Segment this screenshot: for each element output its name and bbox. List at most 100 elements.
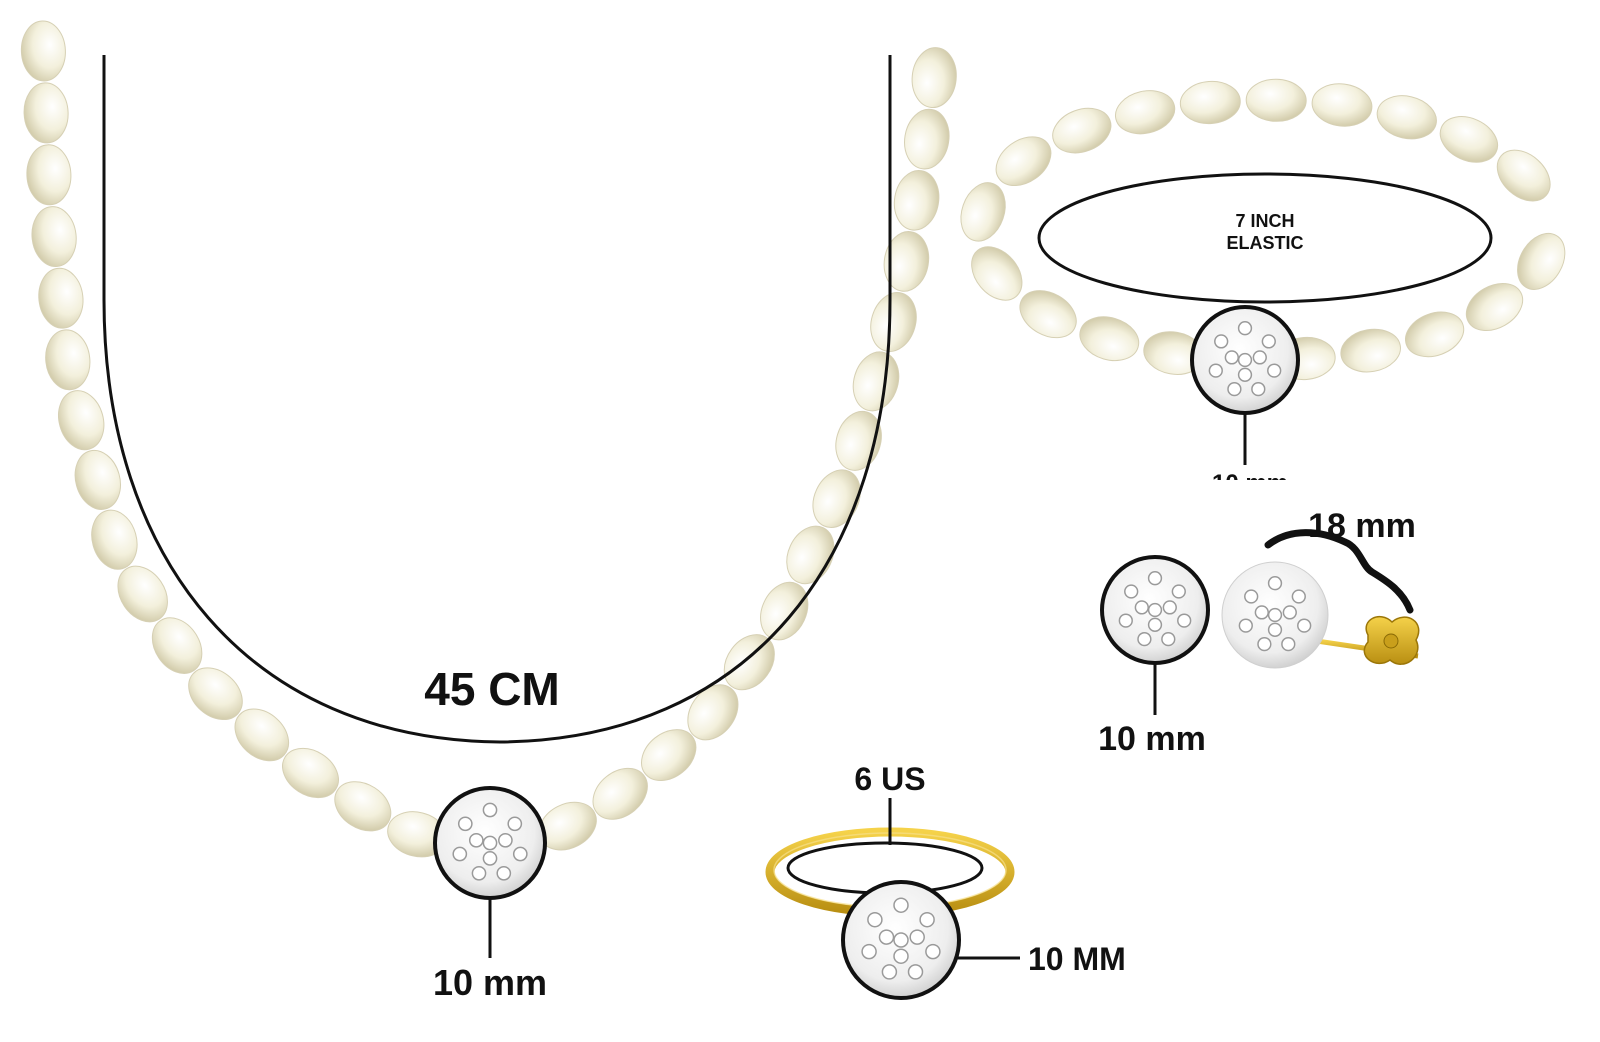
rhinestone	[893, 897, 909, 913]
rhinestone	[1237, 352, 1253, 368]
pearl-bead	[904, 108, 950, 170]
necklace-length-curve	[102, 55, 892, 744]
bracelet-label-clip: 10 mm	[1212, 470, 1288, 480]
rhinestone	[1134, 600, 1149, 615]
necklace-bead-label: 10 mm	[433, 962, 547, 1003]
rhinestone	[482, 835, 498, 851]
pearl-bead	[58, 390, 105, 451]
rhinestone	[1227, 381, 1242, 397]
rhinestone	[482, 851, 498, 866]
rhinestone	[452, 846, 468, 862]
rhinestone	[1162, 600, 1177, 615]
rhinestone	[507, 816, 523, 832]
pearl-bead	[883, 231, 930, 292]
pearl-bead	[26, 144, 72, 206]
rhinestone	[878, 929, 895, 945]
rhinestone	[909, 929, 925, 945]
rhinestone	[1291, 589, 1306, 604]
rhinestone	[482, 802, 498, 818]
rhinestone	[1281, 636, 1296, 652]
necklace-length-label: 45 CM	[424, 663, 559, 715]
rhinestone	[468, 832, 484, 848]
pearl-bead	[45, 329, 91, 391]
rhinestone	[1267, 363, 1282, 378]
pearl-bead	[641, 729, 697, 782]
pearl-bead	[995, 136, 1052, 187]
rhinestone	[1237, 367, 1253, 382]
rhinestone	[1257, 636, 1272, 652]
rhinestone	[1214, 334, 1229, 349]
rhinestone	[471, 865, 487, 881]
rhinestone	[1208, 363, 1223, 378]
rhinestone	[1171, 584, 1186, 599]
pearl-bead	[1114, 90, 1176, 135]
rhinestone	[1147, 617, 1163, 632]
pearl-bead	[1465, 283, 1524, 331]
rhinestone	[1224, 350, 1239, 365]
bracelet-size-line1: 7 INCH	[1235, 211, 1294, 231]
rhinestone	[1161, 631, 1176, 647]
rhinestone	[881, 964, 898, 980]
earring-bead-label: 10 mm	[1098, 720, 1206, 758]
necklace-pearl-strand	[20, 20, 957, 858]
rhinestone	[1137, 631, 1152, 647]
pearl-bead	[852, 351, 900, 412]
rhinestone	[907, 964, 924, 980]
rhinestone	[919, 911, 935, 928]
pearl-bead	[1376, 95, 1437, 140]
rhinestone	[1261, 334, 1276, 349]
rhinestone	[1118, 613, 1133, 628]
pearl-bead	[592, 767, 648, 820]
pearl-bead	[971, 246, 1023, 301]
rhinestone	[498, 832, 513, 848]
pearl-bead	[870, 292, 917, 352]
rhinestone	[1252, 350, 1267, 365]
rhinestone	[925, 943, 941, 960]
rhinestone	[1297, 618, 1312, 633]
ring-size-label: 6 US	[854, 761, 925, 797]
rhinestone	[496, 865, 512, 881]
bracelet-size-line2: ELASTIC	[1226, 233, 1303, 253]
rhinestone	[1124, 584, 1139, 599]
pearl-bead	[911, 47, 957, 109]
rhinestone	[1267, 576, 1283, 591]
rhinestone	[512, 846, 528, 862]
pearl-bead	[234, 708, 290, 762]
earring-front-ball	[1100, 555, 1210, 665]
pearl-bead	[1079, 316, 1140, 362]
rhinestone	[893, 948, 909, 964]
pearl-bead	[151, 617, 203, 674]
necklace-crystal-ball	[433, 786, 547, 900]
rhinestone	[1244, 589, 1259, 604]
pearl-bead	[723, 634, 775, 691]
pearl-bead	[1179, 80, 1241, 125]
earring-width-label: 18 mm	[1308, 507, 1416, 545]
pearl-bead	[117, 565, 168, 623]
pearl-bead	[1340, 328, 1401, 373]
pearl-bead	[282, 747, 339, 799]
ring-bead-label: 10 MM	[1028, 941, 1126, 977]
rhinestone	[893, 932, 909, 948]
pearl-bead	[188, 667, 243, 721]
rhinestone	[457, 816, 473, 832]
bracelet-crystal-ball	[1190, 305, 1300, 415]
rhinestone	[867, 911, 883, 928]
bracelet-size-ellipse	[1037, 172, 1493, 304]
earring-width-brace	[1264, 529, 1414, 614]
pearl-bead	[1052, 107, 1112, 154]
pearl-bead	[1311, 83, 1373, 127]
pearl-bead	[74, 449, 121, 510]
pearl-bead	[1439, 116, 1499, 163]
rhinestone	[861, 943, 877, 960]
pearl-bead	[334, 781, 392, 832]
rhinestone	[1282, 605, 1297, 620]
rhinestone	[1267, 607, 1283, 623]
pearl-bead	[23, 82, 69, 144]
rhinestone	[1147, 571, 1163, 586]
rhinestone	[1238, 618, 1253, 633]
pearl-bead	[1405, 311, 1465, 358]
ring-crystal-ball	[841, 880, 961, 1000]
pearl-bead	[687, 684, 739, 741]
rhinestone	[1147, 602, 1163, 618]
